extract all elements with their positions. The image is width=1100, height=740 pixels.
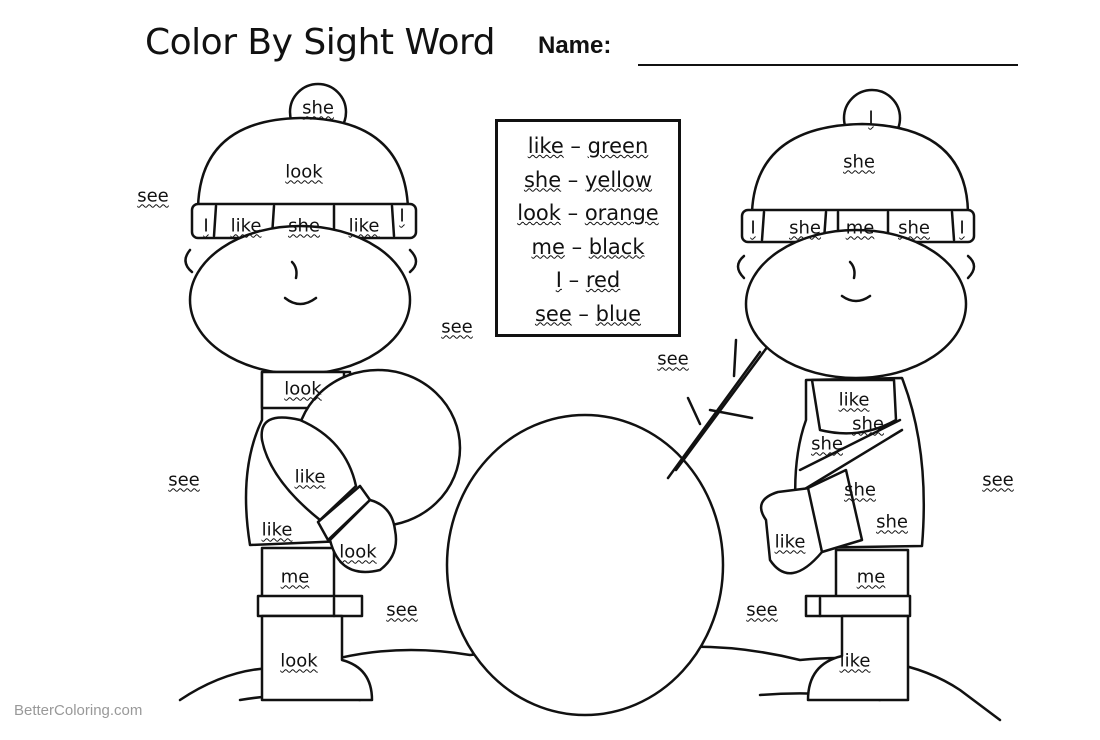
left-mitten-word[interactable]: like	[294, 466, 326, 488]
legend-row-see: see – blue	[534, 301, 642, 326]
right-mitten-word[interactable]: like	[774, 531, 806, 553]
left-sleeve-word[interactable]: like	[261, 519, 293, 541]
left-kid	[184, 82, 462, 702]
right-coat-word-1[interactable]: she	[844, 479, 876, 501]
left-hat-pompom-word[interactable]: she	[302, 97, 334, 119]
background-see-word-7[interactable]: see	[746, 599, 778, 621]
background-see-word-4[interactable]: see	[168, 469, 200, 491]
left-band-word-1[interactable]: I	[203, 215, 209, 237]
background-see-word-2[interactable]: see	[441, 316, 473, 338]
left-band-word-4[interactable]: like	[348, 215, 380, 237]
left-cuff-word[interactable]: look	[339, 541, 377, 563]
right-hat-top-word[interactable]: she	[843, 151, 875, 173]
left-leg-word[interactable]: me	[280, 566, 310, 588]
right-kid	[736, 88, 976, 702]
left-hat-top-word[interactable]: look	[285, 161, 323, 183]
right-hat-pompom-word[interactable]: I	[868, 107, 874, 129]
big-snowball	[445, 413, 725, 717]
legend-row-she: she – yellow	[523, 167, 653, 192]
right-band-word-1[interactable]: I	[750, 217, 756, 239]
right-band-word-2[interactable]: she	[789, 217, 821, 239]
background-see-word-3[interactable]: see	[657, 348, 689, 370]
right-coat-word-2[interactable]: she	[876, 511, 908, 533]
right-leg-word[interactable]: me	[856, 566, 886, 588]
right-scarf-word-2[interactable]: she	[852, 413, 884, 435]
left-band-word-5[interactable]: I	[399, 205, 405, 227]
color-key: like – green she – yellow look – orange …	[495, 119, 681, 337]
right-band-word-3[interactable]: me	[845, 217, 875, 239]
name-label: Name:	[538, 32, 612, 59]
stick	[666, 338, 770, 480]
legend-row-i: I – red	[555, 268, 621, 292]
right-scarf-word-1[interactable]: like	[838, 389, 870, 411]
left-boot-word[interactable]: look	[280, 650, 318, 672]
legend-row-like: like – green	[527, 134, 649, 158]
background-see-word-5[interactable]: see	[982, 469, 1014, 491]
left-collar-word[interactable]: look	[284, 378, 322, 400]
right-band-word-4[interactable]: she	[898, 217, 930, 239]
worksheet-title: Color By Sight Word	[145, 22, 496, 63]
left-band-word-2[interactable]: like	[230, 215, 262, 237]
background-see-word-6[interactable]: see	[386, 599, 418, 621]
name-line[interactable]	[638, 64, 1018, 66]
right-boot-word[interactable]: like	[839, 650, 871, 672]
watermark: BetterColoring.com	[14, 702, 143, 719]
right-scarf-word-3[interactable]: she	[811, 433, 843, 455]
legend-row-me: me – black	[531, 234, 645, 259]
legend-row-look: look – orange	[517, 201, 659, 225]
background-see-word-1[interactable]: see	[137, 185, 169, 207]
right-band-word-5[interactable]: I	[959, 217, 965, 239]
left-band-word-3[interactable]: she	[288, 215, 320, 237]
